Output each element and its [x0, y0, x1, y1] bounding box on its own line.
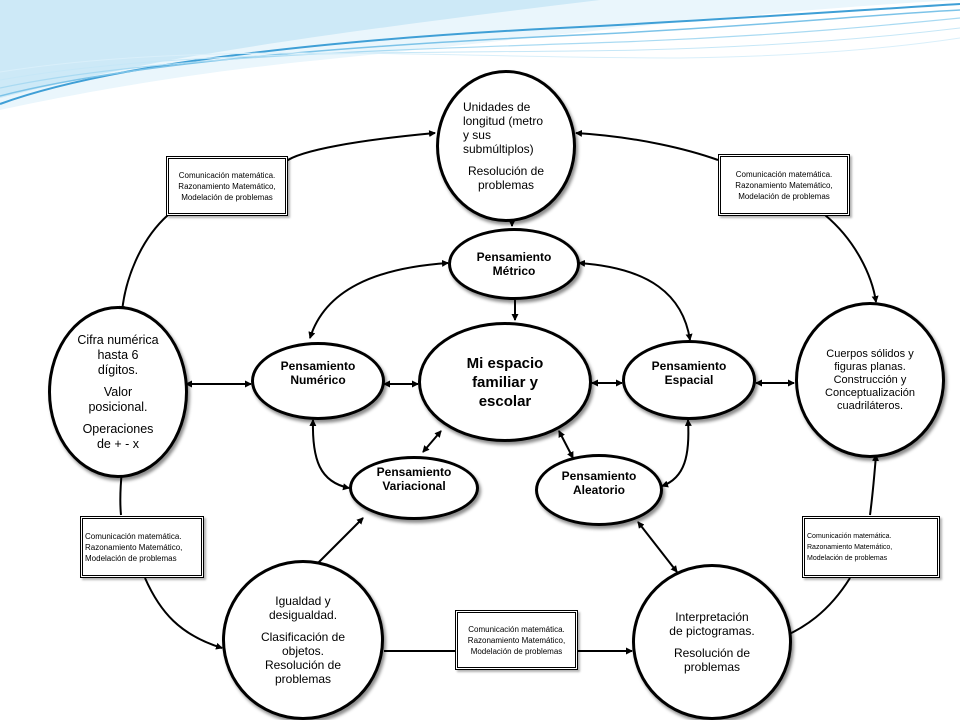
node-pensamiento-metrico: Pensamiento Métrico: [448, 228, 580, 300]
node-igualdad: Igualdad y desigualdad. Clasificación de…: [222, 560, 384, 720]
unidades-text: Unidades de longitud (metro y sus submúl…: [462, 100, 544, 156]
node-unidades-longitud: Unidades de longitud (metro y sus submúl…: [436, 70, 576, 222]
process-line-2: Razonamiento Matemático,: [85, 542, 183, 552]
node-cifra-numerica: Cifra numérica hasta 6 dígitos. Valor po…: [48, 306, 188, 478]
metrico-label: Pensamiento Métrico: [476, 250, 552, 278]
arrow-top-to-left-box: [284, 130, 436, 163]
process-line-2: Razonamiento Matemático,: [467, 635, 566, 645]
arrow-left-box-to-bottom-left: [144, 577, 223, 650]
operaciones-text: Operaciones de + - x: [82, 421, 154, 451]
process-box-top-left: Comunicación matemática. Razonamiento Ma…: [166, 156, 288, 216]
process-box-left: Comunicación matemática. Razonamiento Ma…: [80, 516, 204, 578]
process-line-2: Razonamiento Matemático,: [735, 180, 833, 190]
process-line-3: Modelación de problemas: [181, 192, 273, 202]
arrow-numerico-variacional: [309, 419, 350, 491]
arrow-left-box-to-left: [119, 214, 169, 313]
process-line-1: Comunicación matemática.: [85, 531, 182, 541]
interpretacion-text: Interpretación de pictogramas.: [669, 610, 755, 638]
arrow-center-aleatorio: [558, 430, 574, 459]
arrow-espacial-aleatorio: [661, 419, 692, 488]
numerico-label: Pensamiento Numérico: [280, 359, 356, 387]
arrow-center-variacional: [422, 430, 442, 453]
process-line-1: Comunicación matemática.: [735, 169, 833, 179]
node-pensamiento-espacial: Pensamiento Espacial: [622, 340, 756, 420]
arrow-right-box-to-top: [575, 129, 719, 161]
resolucion-text: Resolución de problemas: [467, 164, 545, 192]
header-wave-decoration: [0, 0, 960, 110]
node-pensamiento-variacional: Pensamiento Variacional: [349, 456, 479, 520]
process-box-bottom: Comunicación matemática. Razonamiento Ma…: [455, 610, 578, 670]
variacional-label: Pensamiento Variacional: [376, 465, 452, 493]
process-line-2: Razonamiento Matemático,: [178, 181, 276, 191]
node-pensamiento-aleatorio: Pensamiento Aleatorio: [535, 454, 663, 526]
process-line-1: Comunicación matemática.: [178, 170, 276, 180]
node-cuerpos-solidos: Cuerpos sólidos y figuras planas. Constr…: [795, 302, 945, 458]
node-interpretacion: Interpretación de pictogramas. Resolució…: [632, 564, 792, 720]
arrow-metrico-espacial: [578, 259, 693, 341]
clasificacion-text: Clasificación de objetos. Resolución de …: [260, 630, 346, 686]
process-box-right: Comunicación matemática. Razonamiento Ma…: [802, 516, 940, 578]
cuerpos-text: Cuerpos sólidos y figuras planas. Constr…: [825, 347, 915, 412]
arrow-aleatorio-bottom-right: [637, 521, 678, 573]
process-box-top-right: Comunicación matemática. Razonamiento Ma…: [718, 154, 850, 216]
aleatorio-label: Pensamiento Aleatorio: [561, 469, 637, 497]
cifra-text: Cifra numérica hasta 6 dígitos.: [77, 332, 159, 377]
node-pensamiento-numerico: Pensamiento Numérico: [251, 342, 385, 420]
process-line-1: Comunicación matemática.: [807, 532, 892, 540]
arrow-right-box-to-right: [824, 214, 879, 303]
valor-text: Valor posicional.: [88, 384, 148, 414]
arrow-variacional-bottom-left: [312, 517, 364, 569]
process-line-3: Modelación de problemas: [470, 646, 563, 656]
process-line-2: Razonamiento Matemático,: [807, 543, 893, 551]
arrow-metrico-numerico: [308, 259, 449, 339]
process-line-3: Modelación de problemas: [85, 553, 177, 563]
igualdad-text: Igualdad y desigualdad.: [268, 594, 338, 622]
process-line-3: Modelación de problemas: [807, 554, 888, 562]
arrow-right-to-right-box: [869, 454, 880, 516]
center-label: Mi espacio familiar y escolar: [466, 354, 544, 410]
process-line-3: Modelación de problemas: [738, 191, 830, 201]
process-line-1: Comunicación matemática.: [468, 624, 565, 634]
node-mi-espacio: Mi espacio familiar y escolar: [418, 322, 592, 442]
espacial-label: Pensamiento Espacial: [651, 359, 727, 387]
resolucion2-text: Resolución de problemas: [673, 646, 751, 674]
